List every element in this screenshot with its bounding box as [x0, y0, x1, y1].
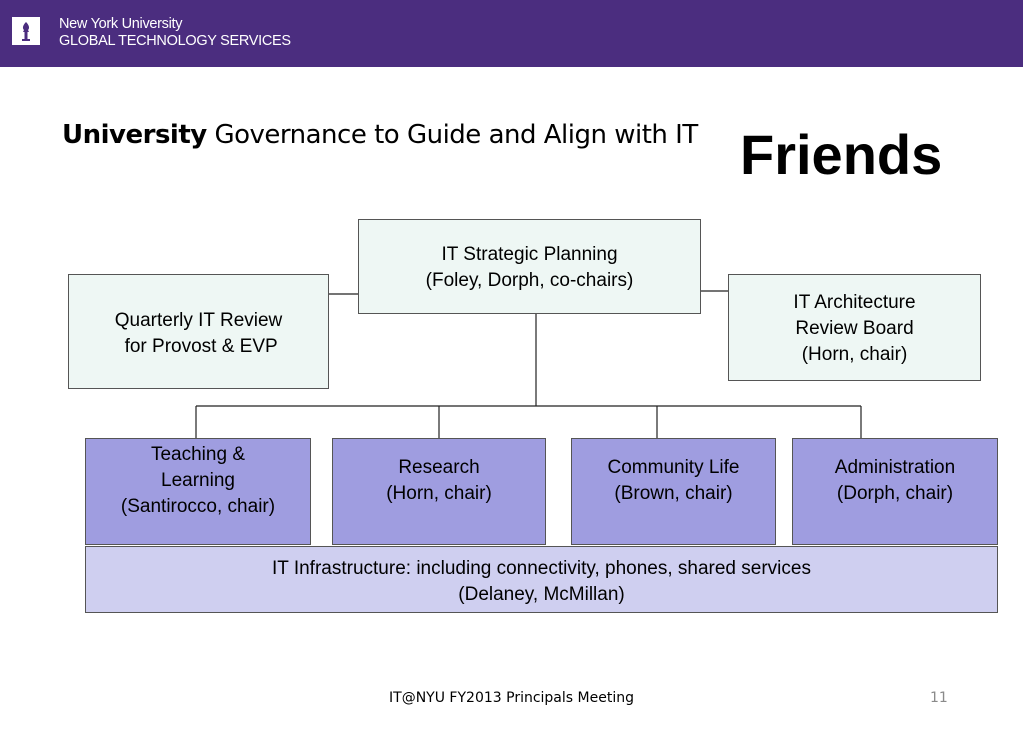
header-bar: New York University GLOBAL TECHNOLOGY SE…: [0, 0, 1023, 67]
org-name-line1: New York University: [59, 16, 183, 32]
strategic-line1: IT Strategic Planning: [441, 244, 618, 265]
teaching-line3: (Santirocco, chair): [120, 496, 276, 517]
org-name-line2: GLOBAL TECHNOLOGY SERVICES: [59, 33, 291, 49]
architecture-board-box: IT Architecture Review Board (Horn, chai…: [728, 274, 981, 381]
architecture-line2: Review Board: [795, 318, 914, 339]
community-life-box: Community Life (Brown, chair): [571, 438, 776, 545]
quarterly-line2: for Provost & EVP: [119, 336, 278, 357]
strategic-planning-box: IT Strategic Planning (Foley, Dorph, co-…: [358, 219, 701, 314]
research-line2: (Horn, chair): [386, 483, 492, 504]
nyu-torch-icon: [12, 17, 40, 45]
research-box: Research (Horn, chair): [332, 438, 546, 545]
quarterly-review-box: Quarterly IT Review for Provost & EVP: [68, 274, 329, 389]
slide-title-bold: University: [62, 120, 207, 150]
architecture-line1: IT Architecture: [793, 292, 916, 313]
strategic-line2: (Foley, Dorph, co-chairs): [425, 270, 634, 291]
org-name: New York University GLOBAL TECHNOLOGY SE…: [59, 16, 291, 50]
infrastructure-line1: IT Infrastructure: including connectivit…: [272, 558, 811, 579]
slide-title: University Governance to Guide and Align…: [62, 120, 698, 150]
teaching-line1: Teaching &: [150, 444, 245, 465]
quarterly-line1: Quarterly IT Review: [114, 310, 283, 331]
page-number: 11: [930, 690, 948, 706]
friends-heading: Friends: [740, 123, 943, 186]
community-line2: (Brown, chair): [614, 483, 733, 504]
teaching-line2: Learning: [161, 470, 235, 491]
research-line1: Research: [398, 457, 480, 478]
administration-box: Administration (Dorph, chair): [792, 438, 998, 545]
community-line1: Community Life: [607, 457, 740, 478]
administration-line2: (Dorph, chair): [836, 483, 954, 504]
administration-line1: Administration: [834, 457, 956, 478]
footer-text: IT@NYU FY2013 Principals Meeting: [389, 690, 634, 706]
infrastructure-line2: (Delaney, McMillan): [458, 584, 625, 605]
architecture-line3: (Horn, chair): [801, 344, 908, 365]
teaching-learning-box: Teaching & Learning (Santirocco, chair): [85, 438, 311, 545]
infrastructure-box: IT Infrastructure: including connectivit…: [85, 546, 998, 613]
slide-title-rest: Governance to Guide and Align with IT: [206, 120, 698, 150]
